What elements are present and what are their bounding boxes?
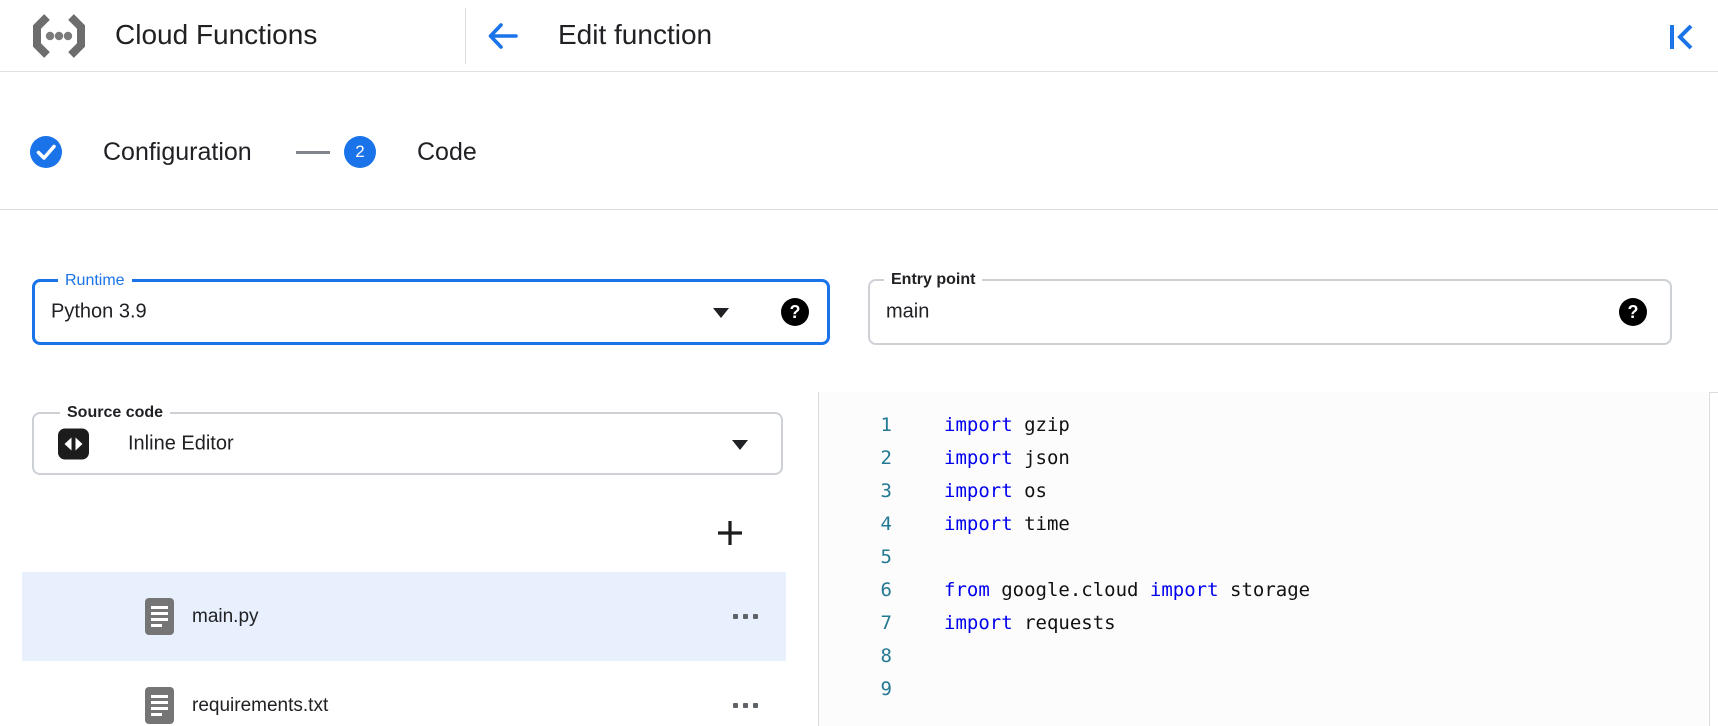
- entry-point-label: Entry point: [884, 270, 983, 290]
- step-code-label[interactable]: Code: [417, 138, 477, 166]
- code-line-9[interactable]: 9: [819, 673, 1708, 706]
- file-name: requirements.txt: [192, 694, 329, 716]
- code-line-1[interactable]: 1 import gzip: [819, 409, 1708, 442]
- step-configuration-check-icon[interactable]: [30, 136, 62, 168]
- dropdown-caret-icon[interactable]: [713, 308, 729, 318]
- source-code-value: Inline Editor: [128, 432, 234, 454]
- code-brackets-icon: [58, 428, 89, 459]
- code-text: import os: [944, 480, 1047, 502]
- dropdown-caret-icon[interactable]: [732, 439, 748, 450]
- code-text: import gzip: [944, 414, 1070, 436]
- file-row-main.py[interactable]: main.py: [22, 572, 786, 661]
- entry-point-help-icon[interactable]: ?: [1619, 298, 1647, 326]
- page-title: Edit function: [558, 19, 713, 50]
- line-number: 4: [880, 513, 892, 535]
- runtime-select[interactable]: Runtime Python 3.9 ?: [32, 271, 830, 345]
- code-line-5[interactable]: 5: [819, 541, 1708, 574]
- file-row-requirements.txt[interactable]: requirements.txt: [22, 661, 786, 726]
- code-text: from google.cloud import storage: [944, 579, 1311, 601]
- code-line-6[interactable]: 6 from google.cloud import storage: [819, 574, 1708, 607]
- line-number: 8: [880, 645, 892, 667]
- line-number: 5: [880, 546, 892, 568]
- file-more-menu-icon[interactable]: [731, 608, 760, 625]
- step-configuration-label[interactable]: Configuration: [103, 138, 252, 166]
- header-bar: Cloud Functions Edit function: [0, 0, 1718, 72]
- runtime-value: Python 3.9: [51, 300, 147, 323]
- app-title: Cloud Functions: [115, 19, 318, 50]
- add-file-button[interactable]: [712, 515, 748, 551]
- code-text: import json: [944, 447, 1070, 469]
- code-line-8[interactable]: 8: [819, 640, 1708, 673]
- line-number: 9: [880, 678, 892, 700]
- line-number: 7: [880, 612, 892, 634]
- code-line-4[interactable]: 4 import time: [819, 508, 1708, 541]
- line-number: 3: [880, 480, 892, 502]
- code-editor[interactable]: 1 import gzip 2 import json 3 import os 4 impor…: [819, 392, 1708, 726]
- code-text: import time: [944, 513, 1070, 535]
- file-name: main.py: [192, 605, 259, 627]
- cloud-functions-logo-icon: [30, 13, 88, 64]
- code-text: import requests: [944, 612, 1116, 634]
- runtime-help-icon[interactable]: ?: [781, 298, 809, 326]
- code-line-2[interactable]: 2 import json: [819, 442, 1708, 475]
- code-line-7[interactable]: 7 import requests: [819, 607, 1708, 640]
- entry-point-value: main: [886, 300, 930, 323]
- back-arrow-icon[interactable]: [486, 20, 520, 52]
- line-number: 1: [880, 414, 892, 436]
- source-code-select[interactable]: Source code Inline Editor: [32, 403, 783, 475]
- step-code-number[interactable]: 2: [344, 136, 376, 168]
- source-code-label: Source code: [60, 403, 171, 423]
- wizard-stepper: Configuration 2 Code: [0, 72, 1718, 210]
- header-divider: [465, 8, 466, 64]
- line-number: 2: [880, 447, 892, 469]
- file-browser-list: main.py requirements.txt: [22, 572, 786, 726]
- file-more-menu-icon[interactable]: [731, 697, 760, 714]
- editor-left-divider: [818, 392, 819, 726]
- collapse-panel-icon[interactable]: [1666, 22, 1698, 52]
- document-icon: [145, 687, 174, 724]
- runtime-label: Runtime: [58, 271, 132, 291]
- stepper-connector: [296, 151, 330, 154]
- line-number: 6: [880, 579, 892, 601]
- code-line-3[interactable]: 3 import os: [819, 475, 1708, 508]
- document-icon: [145, 598, 174, 635]
- entry-point-field[interactable]: Entry point main ?: [868, 270, 1672, 345]
- editor-scrollbar[interactable]: [1709, 392, 1718, 726]
